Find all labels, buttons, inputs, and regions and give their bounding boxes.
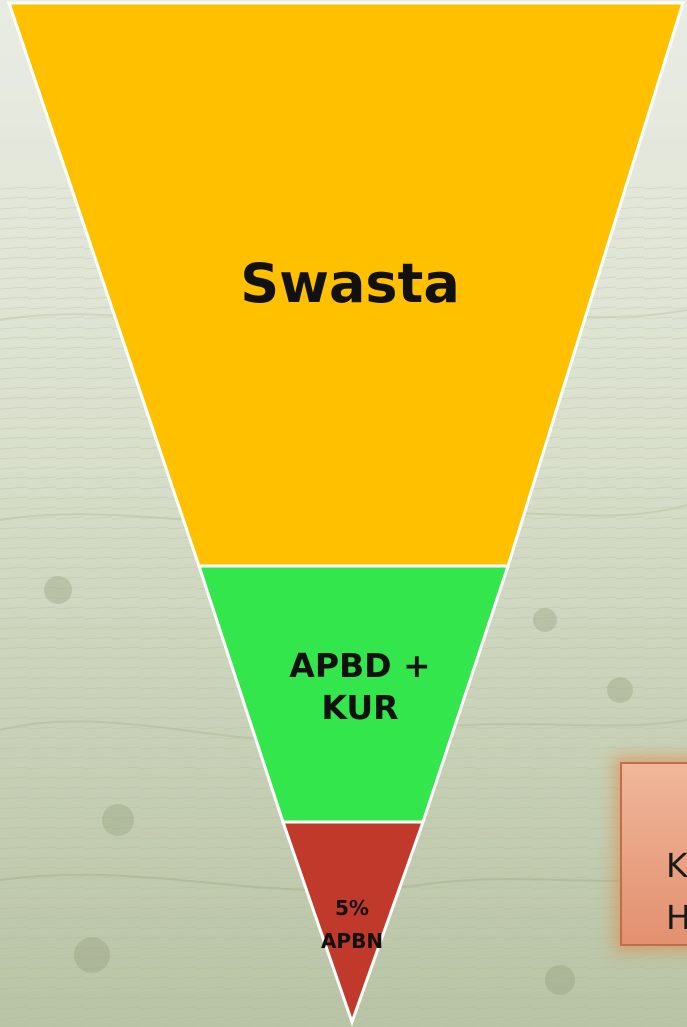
segment-label-swasta: Swasta bbox=[240, 252, 460, 315]
side-callout-text: K H bbox=[666, 846, 687, 937]
segment-label-apbn: 5% APBN bbox=[320, 896, 384, 953]
segment-label-apbd-kur: APBD + KUR bbox=[289, 646, 431, 727]
funnel-segment-apbn bbox=[280, 820, 426, 1027]
side-callout-box: K H bbox=[620, 762, 687, 946]
